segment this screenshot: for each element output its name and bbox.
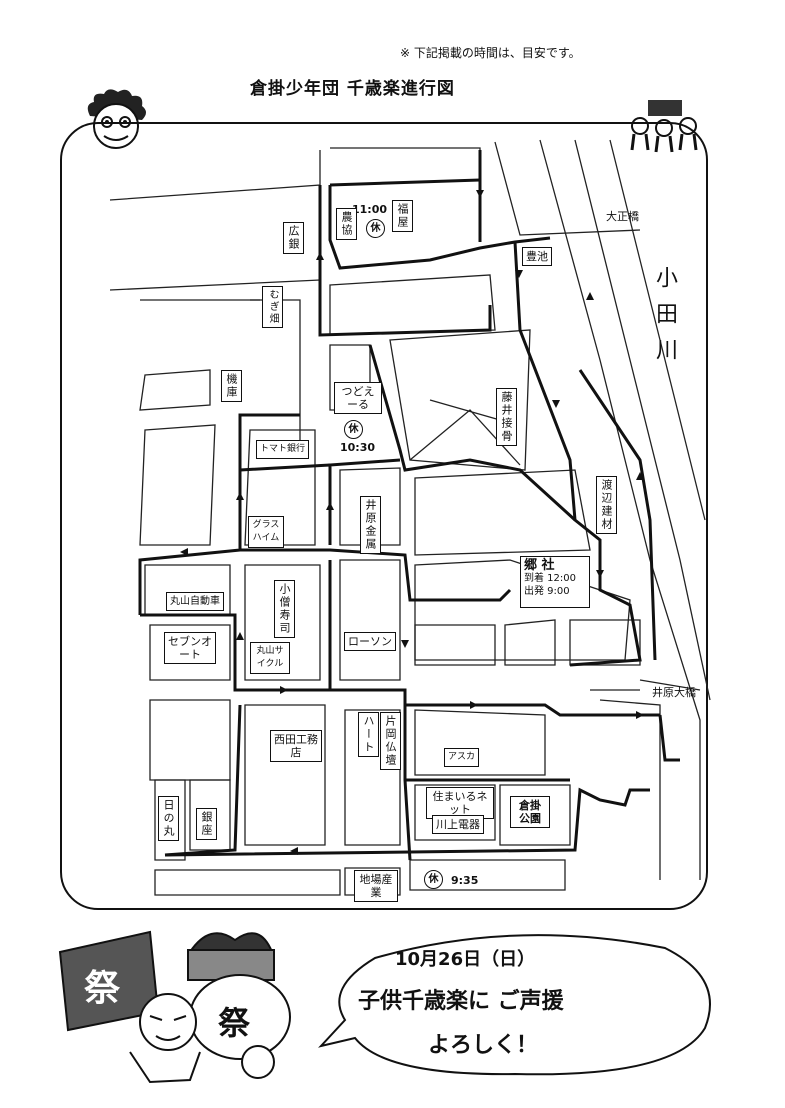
place-ibara-kinzoku: 井原金属: [360, 496, 381, 554]
svg-text:祭: 祭: [84, 968, 121, 1009]
time-note: ※ 下記掲載の時間は、目安です。: [400, 46, 581, 60]
place-kiko: 機庫: [221, 370, 242, 402]
place-kawakami: 川上電器: [432, 815, 484, 834]
place-kurakake-park: 倉掛公園: [510, 796, 550, 828]
event-date: 10月26日（日）: [395, 949, 536, 970]
place-watanabe: 渡辺建材: [596, 476, 617, 534]
shrine-depart: 出発 9:00: [524, 586, 570, 597]
place-toyoike: 豊池: [522, 247, 552, 266]
place-grasheim: グラスハイム: [248, 516, 284, 548]
place-maruyama-cycle: 丸山サイクル: [250, 642, 290, 674]
place-fujii: 藤井接骨: [496, 388, 517, 446]
page-title: 倉掛少年団 千歳楽進行図: [250, 79, 455, 99]
place-maruyama-jidosha: 丸山自動車: [166, 592, 224, 611]
place-hinomaru: 日の丸: [158, 796, 179, 841]
map-frame: [60, 122, 708, 910]
rest-mark-3: 休: [424, 870, 443, 889]
place-fukuya: 福屋: [392, 200, 413, 232]
speech-bubble: [318, 934, 711, 1076]
place-heart: ハート: [358, 712, 379, 757]
time-1100: 11:00: [352, 203, 388, 216]
bridge-ibara: 井原大橋: [652, 686, 696, 699]
place-ginza: 銀座: [196, 808, 217, 840]
bubble-line-1: 子供千歳楽に ご声援: [358, 989, 564, 1014]
festival-character-icon: 祭 祭: [58, 930, 291, 1084]
bubble-line-2: よろしく！: [428, 1033, 539, 1058]
time-0935: 9:35: [451, 874, 479, 887]
place-hiroginn: 広銀: [283, 222, 304, 254]
place-nokyo: 農協: [336, 208, 357, 240]
place-nishida: 西田工務店: [270, 730, 322, 762]
place-kataoka: 片岡仏壇: [380, 712, 401, 770]
place-asuka: アスカ: [444, 748, 480, 767]
rest-mark-1: 休: [366, 219, 385, 238]
place-tsudoeru: つどえーる: [334, 382, 382, 414]
place-seven-auto: セブンオート: [164, 632, 216, 664]
shrine-name: 郷 社: [524, 558, 555, 573]
place-jiba-sangyo: 地場産業: [354, 870, 398, 902]
shrine-card: 郷 社 到着 12:00 出発 9:00: [520, 556, 590, 608]
place-lawson: ローソン: [344, 632, 396, 651]
place-koso-sushi: 小僧寿司: [274, 580, 295, 638]
rest-mark-2: 休: [344, 420, 363, 439]
river-label: 小田川: [652, 266, 677, 374]
bridge-taisho: 大正橋: [606, 210, 639, 223]
shrine-arrive: 到着 12:00: [524, 573, 576, 584]
time-1030: 10:30: [340, 441, 376, 454]
place-mugibatake: むぎ畑: [262, 286, 283, 328]
place-tomato: トマト銀行: [256, 440, 310, 459]
svg-text:祭: 祭: [218, 1004, 251, 1042]
